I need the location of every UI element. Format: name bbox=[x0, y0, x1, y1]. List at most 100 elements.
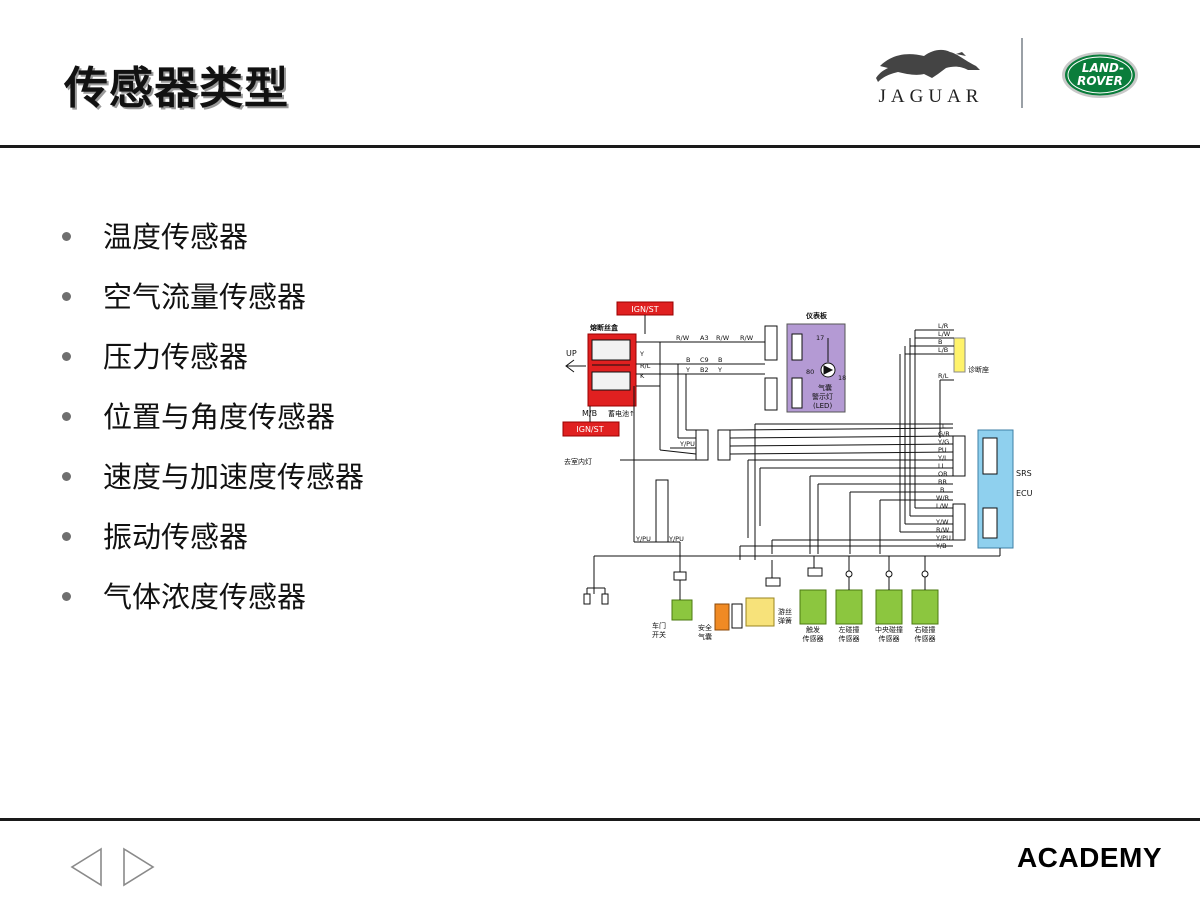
right-sensor-line1: 右碰撞 bbox=[915, 625, 936, 634]
diag-socket-label: 诊断座 bbox=[968, 365, 989, 374]
door-switch-line1: 车门 bbox=[652, 621, 666, 630]
wire-label: B bbox=[718, 356, 722, 364]
wire-label: R/W bbox=[676, 334, 690, 342]
list-item: 位置与角度传感器 bbox=[62, 395, 364, 455]
previous-slide-button[interactable] bbox=[69, 847, 103, 887]
jaguar-wordmark: JAGUAR bbox=[878, 86, 984, 107]
wire-label: R/L bbox=[640, 362, 651, 370]
wire-label: B bbox=[686, 356, 690, 364]
wire-label: L/R bbox=[938, 322, 949, 330]
battery-label: 蓄电池↑ bbox=[608, 409, 635, 418]
wire-label: R/W bbox=[740, 334, 754, 342]
bullet-icon bbox=[62, 352, 71, 361]
bullet-icon bbox=[62, 532, 71, 541]
wire-label: Y/L bbox=[937, 454, 948, 462]
wire-label: Y bbox=[717, 366, 722, 374]
footer-rule bbox=[0, 818, 1200, 821]
airbag-lamp-line2: 警示灯 bbox=[812, 392, 833, 401]
wire-label: L/W bbox=[938, 330, 951, 338]
jaguar-leaper-icon bbox=[876, 49, 980, 82]
wire-label: R/W bbox=[716, 334, 730, 342]
center-sensor-line1: 中央碰撞 bbox=[875, 625, 903, 634]
slide-title: 传感器类型 bbox=[64, 63, 289, 114]
wire-label: L bbox=[942, 422, 946, 430]
list-item: 压力传感器 bbox=[62, 335, 364, 395]
wire-label: B bbox=[940, 486, 944, 494]
chevron-right-icon bbox=[123, 847, 155, 887]
wire-labels: R/W A3 R/W R/W B C9 B Y B2 Y Y R/L K 17 … bbox=[635, 322, 951, 550]
ign-st-bottom-label: IGN/ST bbox=[576, 425, 603, 434]
wire-label: Y/G bbox=[937, 438, 949, 446]
list-item: 速度与加速度传感器 bbox=[62, 455, 364, 515]
chevron-left-icon bbox=[70, 847, 102, 887]
safing-sensor-line1: 触发 bbox=[806, 625, 820, 634]
door-switch-line2: 开关 bbox=[652, 630, 666, 639]
pin-label: 17 bbox=[816, 334, 824, 342]
wire-label: W/R bbox=[936, 494, 950, 502]
ecu-label: ECU bbox=[1016, 489, 1033, 498]
list-item-label: 速度与加速度传感器 bbox=[103, 460, 365, 494]
academy-wordmark: ACADEMY bbox=[1016, 842, 1162, 873]
wire-label: R/L bbox=[938, 372, 949, 380]
wire-label: Y bbox=[685, 366, 690, 374]
sensor-type-list: 温度传感器 空气流量传感器 压力传感器 位置与角度传感器 速度与加速度传感器 振… bbox=[62, 215, 364, 635]
clock-spring-line1: 游丝 bbox=[778, 607, 792, 616]
wire-label: Y bbox=[639, 350, 644, 358]
landrover-logo: LAND- ROVER bbox=[1060, 50, 1140, 100]
airbag-lamp-line1: 气囊 bbox=[818, 383, 832, 392]
pin-label: 18 bbox=[838, 374, 846, 382]
fuse-box-label: 熔断丝盒 bbox=[590, 323, 619, 332]
srs-wiring-diagram: IGN/ST IGN/ST 熔断丝盒 UP M/B 蓄电池↑ 仪表板 气囊 警示… bbox=[562, 301, 1033, 643]
list-item: 气体浓度传感器 bbox=[62, 575, 364, 635]
to-interior-light-label: 去室内灯 bbox=[564, 457, 592, 466]
landrover-oval-icon: LAND- ROVER bbox=[1062, 52, 1138, 98]
header-rule bbox=[0, 145, 1200, 148]
landrover-line1: LAND- bbox=[1082, 61, 1124, 75]
left-sensor-line1: 左碰撞 bbox=[839, 625, 860, 634]
landrover-line2: ROVER bbox=[1077, 74, 1123, 88]
mb-label: M/B bbox=[582, 409, 597, 418]
safety-airbag-line1: 安全 bbox=[698, 623, 712, 632]
logo-divider bbox=[1021, 38, 1023, 108]
dashboard-label: 仪表板 bbox=[805, 311, 828, 320]
list-item-label: 气体浓度传感器 bbox=[103, 580, 307, 614]
wire-label: B2 bbox=[700, 366, 709, 374]
jaguar-logo: JAGUAR bbox=[872, 44, 990, 108]
bullet-icon bbox=[62, 232, 71, 241]
clock-spring-line2: 弹簧 bbox=[778, 616, 792, 625]
safing-sensor-line2: 传感器 bbox=[803, 634, 824, 643]
wire-label: OR bbox=[938, 470, 948, 478]
srs-label: SRS bbox=[1016, 469, 1032, 478]
list-item-label: 空气流量传感器 bbox=[103, 280, 307, 314]
list-item: 空气流量传感器 bbox=[62, 275, 364, 335]
up-label: UP bbox=[566, 349, 577, 358]
wire-label: B bbox=[938, 338, 942, 346]
bullet-icon bbox=[62, 592, 71, 601]
wire-label: Y/B bbox=[935, 542, 947, 550]
right-sensor-line2: 传感器 bbox=[915, 634, 936, 643]
wire-label: C9 bbox=[700, 356, 709, 364]
airbag-lamp-line3: (LED) bbox=[813, 402, 832, 410]
wire-label: LL bbox=[938, 462, 946, 470]
next-slide-button[interactable] bbox=[122, 847, 156, 887]
wire-label: Y/PU bbox=[668, 535, 684, 543]
wire-label: A3 bbox=[700, 334, 709, 342]
wire-label: Y/W bbox=[935, 518, 949, 526]
ign-st-top-label: IGN/ST bbox=[631, 305, 658, 314]
wire-label: L/W bbox=[936, 502, 949, 510]
list-item-label: 压力传感器 bbox=[103, 340, 249, 374]
bullet-icon bbox=[62, 472, 71, 481]
bullet-icon bbox=[62, 412, 71, 421]
list-item: 振动传感器 bbox=[62, 515, 364, 575]
list-item-label: 位置与角度传感器 bbox=[103, 400, 336, 434]
wire-label: G/R bbox=[938, 430, 950, 438]
wire-label: Y/PU bbox=[935, 534, 951, 542]
list-item: 温度传感器 bbox=[62, 215, 364, 275]
list-item-label: 振动传感器 bbox=[103, 520, 249, 554]
safety-airbag-line2: 气囊 bbox=[698, 632, 712, 641]
center-sensor-line2: 传感器 bbox=[879, 634, 900, 643]
wire-label: K bbox=[640, 372, 645, 380]
pin-label: 80 bbox=[806, 368, 814, 376]
wire-label: PU bbox=[938, 446, 947, 454]
wire-label: L/B bbox=[938, 346, 948, 354]
